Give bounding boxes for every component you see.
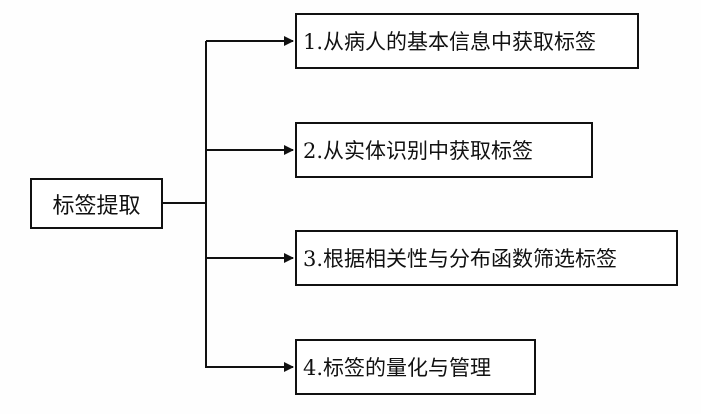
branch-label-3: 3.根据相关性与分布函数筛选标签 [303,247,618,271]
root-label: 标签提取 [52,193,141,219]
branch-label-2: 2.从实体识别中获取标签 [303,139,534,163]
branch-node-1: 1.从病人的基本信息中获取标签 [295,13,639,69]
branch-node-2: 2.从实体识别中获取标签 [295,122,593,178]
root-node-tag-extraction: 标签提取 [30,178,163,229]
branch-label-1: 1.从病人的基本信息中获取标签 [303,30,597,54]
branch-node-3: 3.根据相关性与分布函数筛选标签 [295,230,678,286]
branch-node-4: 4.标签的量化与管理 [295,339,536,395]
branch-label-4: 4.标签的量化与管理 [303,356,492,380]
